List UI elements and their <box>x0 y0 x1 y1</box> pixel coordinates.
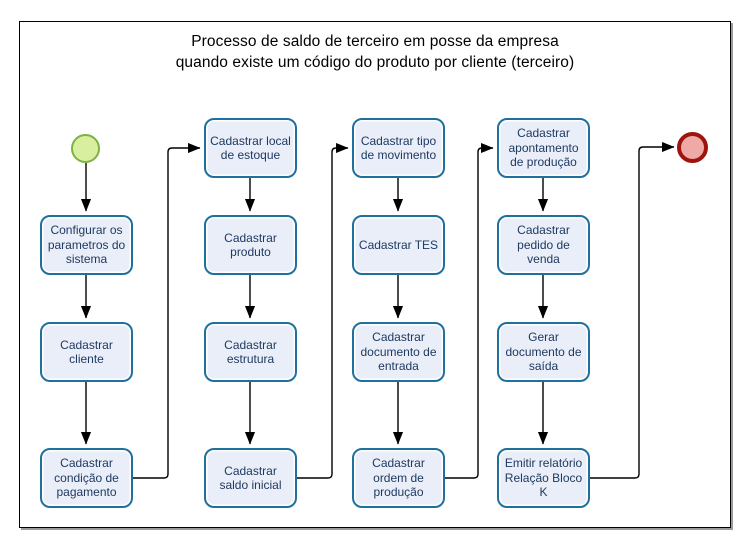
connector-saldo-to-tipo <box>297 142 349 479</box>
start-event <box>71 134 100 163</box>
connector-emitir-to-end <box>590 141 675 479</box>
diagram-title: Processo de saldo de terceiro em posse d… <box>0 31 750 73</box>
flow-node-label: Cadastrar condição de pagamento <box>54 456 119 500</box>
diagram-title-line1: Processo de saldo de terceiro em posse d… <box>191 33 559 50</box>
flow-node-cadastrar-apontamento-producao: Cadastrar apontamento de produção <box>497 118 590 178</box>
flow-node-cadastrar-tes: Cadastrar TES <box>352 215 445 275</box>
flow-node-cadastrar-produto: Cadastrar produto <box>204 215 297 275</box>
flow-node-label: Cadastrar cliente <box>60 337 113 367</box>
flow-node-cadastrar-local-estoque: Cadastrar local de estoque <box>204 118 297 178</box>
flow-node-label: Cadastrar apontamento de produção <box>508 126 579 170</box>
flow-node-emitir-relatorio-bloco-k: Emitir relatório Relação Bloco K <box>497 448 590 508</box>
flow-node-cadastrar-pedido-venda: Cadastrar pedido de venda <box>497 215 590 275</box>
flow-node-label: Cadastrar saldo inicial <box>219 463 282 493</box>
flow-node-cadastrar-condicao-pagamento: Cadastrar condição de pagamento <box>40 448 133 508</box>
flow-node-cadastrar-saldo-inicial: Cadastrar saldo inicial <box>204 448 297 508</box>
flow-node-label: Cadastrar local de estoque <box>210 133 291 163</box>
diagram-title-line2: quando existe um código do produto por c… <box>175 54 575 71</box>
flow-node-cadastrar-estrutura: Cadastrar estrutura <box>204 322 297 382</box>
flow-node-label: Cadastrar ordem de produção <box>372 456 425 500</box>
flow-node-label: Emitir relatório Relação Bloco K <box>504 456 583 500</box>
flow-node-label: Cadastrar produto <box>224 230 277 260</box>
flow-node-label: Gerar documento de saída <box>505 330 582 374</box>
flow-node-cadastrar-ordem-producao: Cadastrar ordem de produção <box>352 448 445 508</box>
end-event <box>677 132 708 163</box>
connector-ordem-to-apontamento <box>445 142 494 479</box>
flow-node-label: Cadastrar tipo de movimento <box>360 133 437 163</box>
flow-node-label: Cadastrar estrutura <box>224 337 277 367</box>
connector-condicao-to-local <box>133 142 201 479</box>
flow-node-label: Cadastrar TES <box>358 237 439 252</box>
flow-node-configurar-parametros: Configurar os parametros do sistema <box>40 215 133 275</box>
flow-node-gerar-documento-saida: Gerar documento de saída <box>497 322 590 382</box>
flow-node-cadastrar-tipo-movimento: Cadastrar tipo de movimento <box>352 118 445 178</box>
flow-node-label: Cadastrar pedido de venda <box>517 223 570 267</box>
flow-node-cadastrar-documento-entrada: Cadastrar documento de entrada <box>352 322 445 382</box>
flow-node-cadastrar-cliente: Cadastrar cliente <box>40 322 133 382</box>
flow-node-label: Configurar os parametros do sistema <box>47 223 126 267</box>
flow-node-label: Cadastrar documento de entrada <box>360 330 437 374</box>
